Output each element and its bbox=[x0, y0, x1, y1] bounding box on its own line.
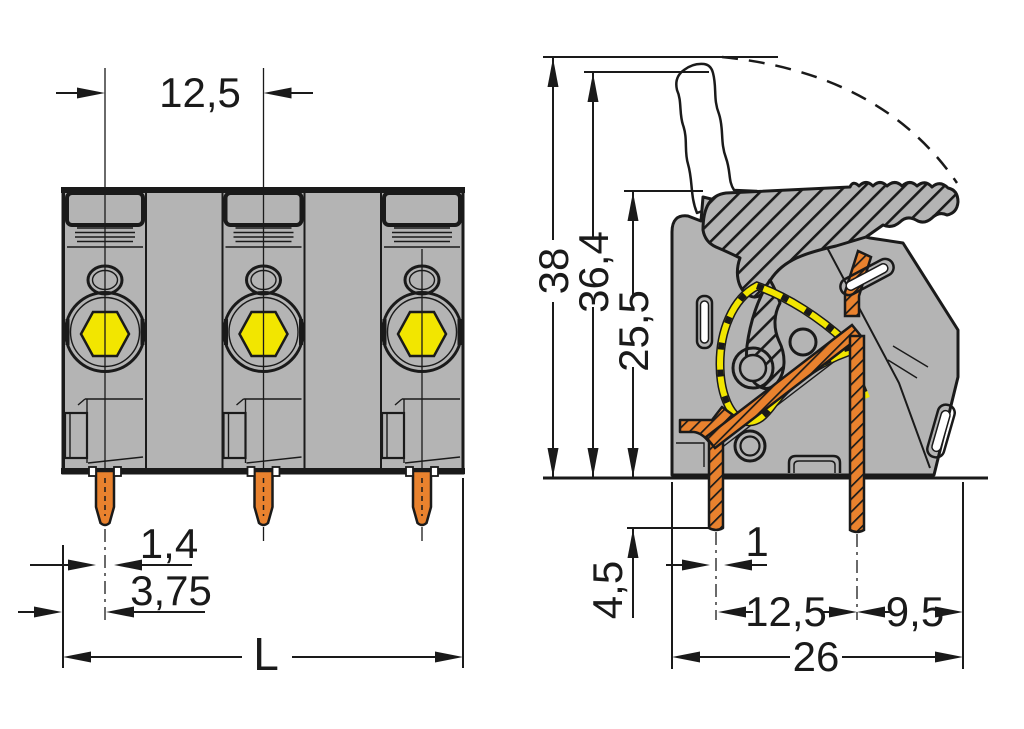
slot-upper-right bbox=[839, 257, 895, 297]
arrowhead bbox=[718, 606, 746, 618]
dimension-pin-spacing: 12,5 bbox=[718, 588, 857, 635]
arrowhead bbox=[587, 73, 599, 102]
arrowhead bbox=[935, 651, 963, 663]
bottom-notch-inner bbox=[793, 460, 836, 473]
lever-open-outline bbox=[675, 62, 759, 215]
arrowhead bbox=[935, 606, 963, 618]
lever-closed-section bbox=[701, 181, 960, 299]
housing-slots bbox=[695, 257, 956, 473]
arrowhead bbox=[263, 87, 292, 99]
slot-lower-right bbox=[926, 403, 956, 459]
busbar-and-pins bbox=[678, 249, 873, 534]
section-holes bbox=[731, 327, 818, 463]
dimension-pin-width: 1,4 bbox=[30, 520, 198, 571]
arrowhead bbox=[627, 192, 639, 221]
arrowhead bbox=[435, 651, 463, 663]
side-view: 38 36,4 25,5 4,5 bbox=[530, 55, 988, 680]
dim-label-pitch: 12,5 bbox=[159, 69, 241, 116]
dim-label-pin-width: 1,4 bbox=[140, 520, 198, 567]
pin-3 bbox=[404, 465, 440, 527]
dimension-height-open: 38 bbox=[530, 57, 577, 478]
dim-label-height-closed: 25,5 bbox=[610, 290, 657, 372]
dimension-height-closed: 25,5 bbox=[610, 191, 657, 478]
dimension-edge-offset: 9,5 bbox=[857, 588, 963, 635]
arrowhead bbox=[34, 606, 62, 618]
arrowhead bbox=[106, 606, 134, 618]
dimension-pin-length: 4,5 bbox=[584, 527, 709, 619]
arrowhead bbox=[68, 559, 96, 571]
front-view: 12,5 1,4 3,75 L bbox=[18, 68, 465, 680]
arrowhead bbox=[547, 58, 559, 87]
arrowhead bbox=[627, 529, 639, 558]
dimension-length: L bbox=[62, 478, 464, 680]
dim-label-depth: 26 bbox=[793, 633, 840, 680]
dimension-pin-offset: 3,75 bbox=[18, 567, 212, 618]
dim-label-pin-spacing: 12,5 bbox=[745, 588, 827, 635]
arrowhead bbox=[627, 448, 639, 477]
pin-2-section bbox=[848, 334, 866, 534]
arrowhead bbox=[682, 559, 710, 571]
arrowhead bbox=[587, 448, 599, 477]
dim-label-length: L bbox=[253, 628, 279, 680]
pin-2 bbox=[246, 465, 281, 527]
dim-label-side-pin-width: 1 bbox=[745, 518, 768, 565]
wire-path-dashes bbox=[716, 282, 852, 425]
dimension-pitch: 12,5 bbox=[56, 69, 313, 116]
dim-label-height-open: 38 bbox=[530, 248, 577, 295]
arrowhead bbox=[857, 606, 885, 618]
dimension-height-lever: 36,4 bbox=[570, 72, 617, 478]
arrowhead bbox=[672, 651, 700, 663]
arrowhead bbox=[114, 559, 142, 571]
dim-label-pin-length: 4,5 bbox=[584, 561, 631, 619]
arrowhead bbox=[547, 448, 559, 477]
arrowhead bbox=[63, 651, 91, 663]
dim-label-pin-offset: 3,75 bbox=[130, 567, 212, 614]
dim-label-edge-offset: 9,5 bbox=[886, 588, 944, 635]
lever-swing-arc bbox=[721, 55, 959, 184]
arrowhead bbox=[724, 559, 752, 571]
slot-left-inner bbox=[699, 300, 710, 344]
arrowhead bbox=[829, 606, 857, 618]
dimension-side-pin-width: 1 bbox=[666, 518, 769, 571]
pin-1 bbox=[87, 465, 123, 527]
slot-left bbox=[695, 294, 714, 350]
bottom-notch bbox=[787, 454, 842, 473]
dim-label-height-lever: 36,4 bbox=[570, 231, 617, 313]
dimension-depth: 26 bbox=[671, 482, 964, 680]
arrowhead bbox=[77, 87, 105, 99]
